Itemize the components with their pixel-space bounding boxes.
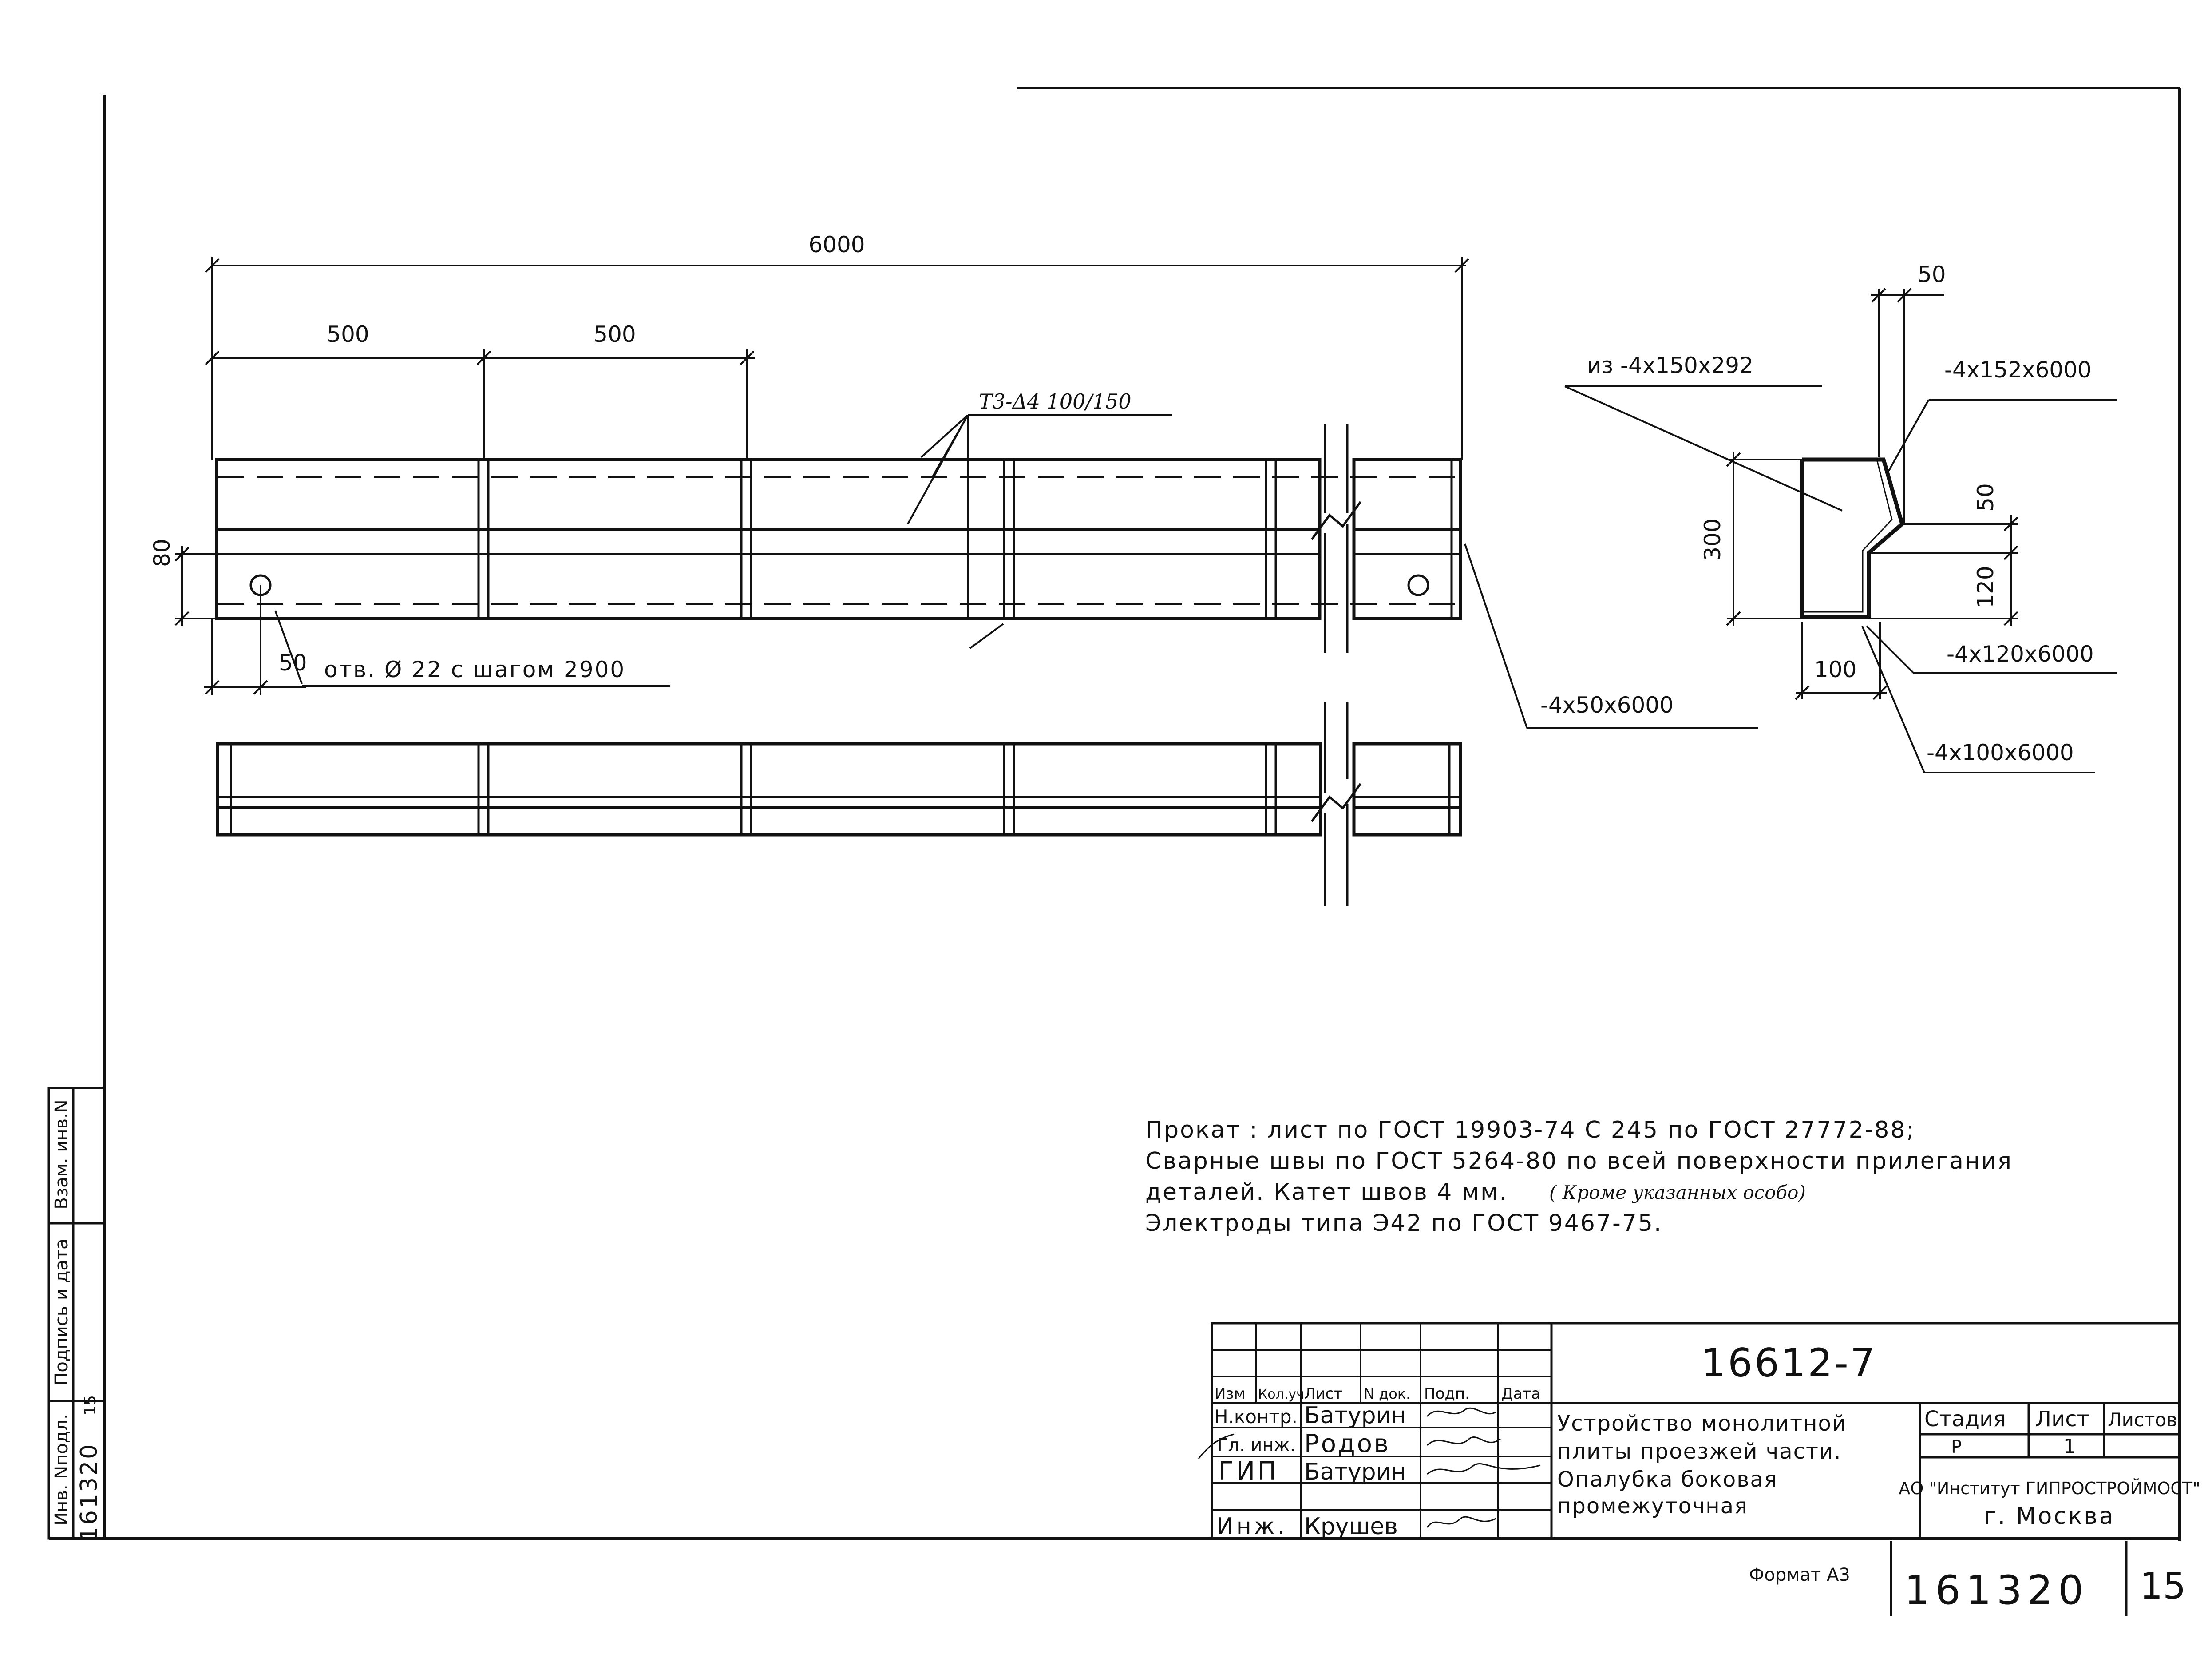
section-label-base: -4x100x6000 [1927,740,2074,766]
page-number: 15 [2140,1565,2186,1607]
name-0: Батурин [1304,1402,1406,1429]
role-2: ГИП [1219,1457,1279,1486]
title-line-3: Опалубка боковая [1557,1467,1778,1492]
name-2: Батурин [1304,1459,1406,1485]
org-line-1: АО "Институт ГИПРОСТРОЙМОСТ" [1899,1479,2200,1498]
role-0: Н.контр. [1214,1406,1298,1428]
note-line-2: Сварные швы по ГОСТ 5264-80 по всей пове… [1145,1148,2013,1174]
cross-section [1564,288,2117,773]
hole-right [1407,574,1429,596]
beam-dimensions [174,257,1758,729]
section-source-label: из -4x150x292 [1587,353,1753,378]
title-line-1: Устройство монолитной [1557,1411,1847,1436]
dim-spacing-1: 500 [327,321,369,347]
strip-label: -4x50x6000 [1540,692,1674,718]
stamp-vzam: Взам. инв.N [51,1099,72,1209]
hdr-podp: Подп. [1424,1385,1470,1403]
role-1: Гл. инж. [1217,1435,1295,1456]
hdr-data: Дата [1501,1385,1540,1403]
sheet-header: Лист [2035,1407,2089,1432]
general-notes: Прокат : лист по ГОСТ 19903-74 С 245 по … [1145,1117,2013,1237]
hdr-kol: Кол.уч [1258,1387,1304,1402]
section-label-top: -4x152x6000 [1944,357,2092,383]
hdr-izm: Изм [1215,1385,1245,1403]
name-3: Крушев [1304,1513,1398,1540]
note-line-3: деталей. Катет швов 4 мм. [1145,1179,1508,1206]
name-1: Родов [1304,1429,1390,1458]
footer: Формат А3 161320 15 [1749,1565,2186,1614]
stamp-podpis: Подпись и дата [51,1238,72,1385]
dim-total: 6000 [808,232,865,258]
stage-header: Стадия [1924,1407,2006,1432]
hdr-ndok: N док. [1364,1385,1410,1402]
dim-height: 80 [149,539,175,567]
title-line-4: промежуточная [1557,1494,1748,1519]
sheet-value: 1 [2063,1435,2076,1458]
beam-elevation-view [216,702,1462,906]
cross-section-text: из -4x150x292 50 -4x152x6000 300 50 120 … [1587,262,2094,766]
format-label: Формат А3 [1749,1565,1850,1585]
section-dim-top: 50 [1918,262,1946,287]
doc-code: 16612-7 [1701,1340,1877,1386]
title-block-text: 16612-7 Изм Кол.уч Лист N док. Подп. Дат… [1214,1340,2200,1540]
archive-number: 161320 [1904,1567,2089,1614]
role-3: Инж. [1216,1513,1287,1540]
dim-spacing-2: 500 [594,321,636,347]
sheet-frame [49,87,2181,1616]
note-line-4: Электроды типа Э42 по ГОСТ 9467-75. [1145,1210,1662,1237]
note-line-3-handwritten: ( Кроме указанных особо) [1549,1182,1806,1203]
hdr-list: Лист [1304,1385,1342,1403]
weld-note: Т3-Δ4 100/150 [979,389,1132,413]
org-line-2: г. Москва [1984,1503,2115,1530]
side-stamp [47,1087,106,1540]
stage-value: Р [1951,1437,1962,1457]
dim-edge: 50 [279,650,307,676]
side-stamp-text: Взам. инв.N Подпись и дата Инв. Nподл. 1… [51,1099,103,1541]
note-line-1: Прокат : лист по ГОСТ 19903-74 С 245 по … [1145,1117,1915,1143]
stamp-inv-sub: 15 [81,1395,99,1416]
stamp-inv-value: 161320 [76,1443,103,1542]
section-label-mid: -4x120x6000 [1947,641,2094,667]
beam-dimension-text: 6000 500 500 80 50 отв. Ø 22 с шагом 290… [149,232,1674,718]
sheets-header: Листов [2108,1409,2177,1431]
stamp-inv-label: Инв. Nподл. [51,1414,72,1526]
section-dim-bend: 50 [1973,483,1998,512]
section-dim-lower: 120 [1973,566,1998,608]
hole-note: отв. Ø 22 с шагом 2900 [324,657,625,682]
title-line-2: плиты проезжей части. [1557,1439,1841,1464]
section-dim-height: 300 [1700,518,1725,560]
beam-plan-view [215,414,1462,653]
section-dim-base: 100 [1814,657,1856,682]
title-block [1198,1322,2181,1540]
